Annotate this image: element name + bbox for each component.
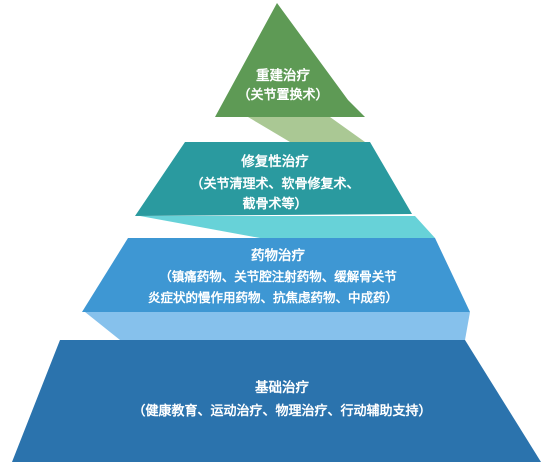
tier-2-line-2: 截骨术等） <box>242 196 307 212</box>
connector-2 <box>140 216 435 238</box>
tier-1-title: 重建治疗 <box>256 67 310 84</box>
tier-4-shape <box>12 340 541 462</box>
connector-3 <box>85 312 470 340</box>
tier-1-shape <box>215 3 365 117</box>
tier-3-line-1: （镇痛药物、关节腔注射药物、缓解骨关节 <box>159 269 397 284</box>
tier-3-title: 药物治疗 <box>251 247 305 264</box>
tier-2-shape <box>135 142 412 216</box>
tier-3-line-2: 炎症状的慢作用药物、抗焦虑药物、中成药） <box>148 290 398 305</box>
tier-1-line-1: （关节置换术） <box>237 87 328 103</box>
tier-2-line-1: （关节清理术、软骨修复术、 <box>190 176 359 192</box>
tier-3-shape <box>82 238 470 312</box>
tier-4-line-1: （健康教育、运动治疗、物理治疗、行动辅助支持） <box>132 403 431 419</box>
tier-2-title: 修复性治疗 <box>240 153 309 170</box>
tier-4-title: 基础治疗 <box>255 379 309 396</box>
connector-1 <box>248 117 365 142</box>
